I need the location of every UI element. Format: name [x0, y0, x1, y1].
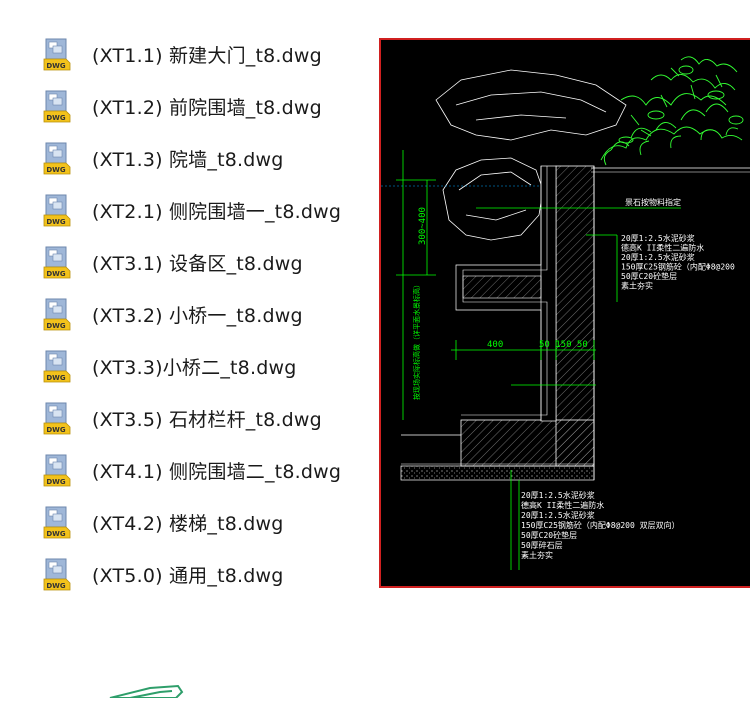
svg-text:DWG: DWG	[46, 166, 66, 174]
dwg-file-icon: DWG	[40, 505, 74, 539]
file-item[interactable]: DWG (XT5.0) 通用_t8.dwg	[40, 554, 370, 594]
file-name: (XT2.1) 侧院围墙一_t8.dwg	[92, 200, 342, 223]
layer-note-right: 150厚C25钢筋砼（内配Φ8@200	[621, 262, 735, 272]
file-item[interactable]: DWG (XT3.5) 石材栏杆_t8.dwg	[40, 398, 370, 438]
file-item[interactable]: DWG (XT1.3) 院墙_t8.dwg	[40, 138, 370, 178]
layer-note-bottom: 50厚碎石层	[521, 540, 563, 550]
dim-400-label: 400	[487, 340, 503, 350]
dwg-file-icon: DWG	[40, 245, 74, 279]
dwg-file-icon: DWG	[40, 349, 74, 383]
bottom-decoration	[0, 672, 750, 699]
cad-label-top: 景石按物料指定	[625, 197, 681, 207]
plant-foliage	[600, 56, 744, 166]
layer-note-right: 素土夯实	[621, 281, 653, 291]
svg-text:DWG: DWG	[46, 114, 66, 122]
file-item[interactable]: DWG (XT4.1) 侧院围墙二_t8.dwg	[40, 450, 370, 490]
bottom-partial-graphic	[109, 684, 184, 699]
file-name: (XT4.2) 楼梯_t8.dwg	[92, 512, 284, 535]
layer-note-right: 50厚C20砼垫层	[621, 271, 677, 281]
file-name: (XT3.3)小桥二_t8.dwg	[92, 356, 297, 379]
svg-text:DWG: DWG	[46, 582, 66, 590]
file-item[interactable]: DWG (XT4.2) 楼梯_t8.dwg	[40, 502, 370, 542]
dimension-lines	[396, 150, 681, 570]
file-name: (XT1.2) 前院围墙_t8.dwg	[92, 96, 322, 119]
file-name: (XT5.0) 通用_t8.dwg	[92, 564, 284, 587]
dwg-file-icon: DWG	[40, 141, 74, 175]
file-name: (XT3.2) 小桥一_t8.dwg	[92, 304, 303, 327]
svg-text:DWG: DWG	[46, 530, 66, 538]
dim-small-label: 50 150 50	[539, 340, 588, 350]
file-name: (XT1.1) 新建大门_t8.dwg	[92, 44, 322, 67]
file-name: (XT3.1) 设备区_t8.dwg	[92, 252, 303, 275]
dwg-file-icon: DWG	[40, 453, 74, 487]
file-item[interactable]: DWG (XT3.3)小桥二_t8.dwg	[40, 346, 370, 386]
file-name: (XT3.5) 石材栏杆_t8.dwg	[92, 408, 322, 431]
layer-note-bottom: 20厚1:2.5水泥砂浆	[521, 490, 595, 500]
dwg-file-icon: DWG	[40, 193, 74, 227]
layer-note-bottom: 50厚C20砼垫层	[521, 530, 577, 540]
file-item[interactable]: DWG (XT1.1) 新建大门_t8.dwg	[40, 34, 370, 74]
file-name: (XT1.3) 院墙_t8.dwg	[92, 148, 284, 171]
file-item[interactable]: DWG (XT3.1) 设备区_t8.dwg	[40, 242, 370, 282]
svg-text:DWG: DWG	[46, 322, 66, 330]
svg-text:DWG: DWG	[46, 426, 66, 434]
dim-height-label: 300~400	[418, 207, 428, 245]
svg-text:DWG: DWG	[46, 62, 66, 70]
layer-note-right: 20厚1:2.5水泥砂浆	[621, 252, 695, 262]
layer-note-bottom: 150厚C25钢筋砼（内配Φ8@200 双层双向）	[521, 520, 680, 530]
svg-text:DWG: DWG	[46, 374, 66, 382]
file-name: (XT4.1) 侧院围墙二_t8.dwg	[92, 460, 342, 483]
dwg-file-icon: DWG	[40, 297, 74, 331]
layer-note-bottom: 20厚1:2.5水泥砂浆	[521, 510, 595, 520]
wall-section	[400, 165, 595, 481]
dwg-file-icon: DWG	[40, 89, 74, 123]
dwg-file-icon: DWG	[40, 557, 74, 591]
file-item[interactable]: DWG (XT2.1) 侧院围墙一_t8.dwg	[40, 190, 370, 230]
file-item[interactable]: DWG (XT1.2) 前院围墙_t8.dwg	[40, 86, 370, 126]
layer-note-right: 20厚1:2.5水泥砂浆	[621, 233, 695, 243]
svg-text:DWG: DWG	[46, 478, 66, 486]
rock-outline	[435, 69, 627, 241]
svg-text:DWG: DWG	[46, 218, 66, 226]
file-item[interactable]: DWG (XT3.2) 小桥一_t8.dwg	[40, 294, 370, 334]
layer-note-right: 德高K II柔性二遍防水	[621, 243, 704, 253]
layer-note-bottom: 德高K II柔性二遍防水	[521, 500, 604, 510]
dwg-file-icon: DWG	[40, 37, 74, 71]
svg-text:DWG: DWG	[46, 270, 66, 278]
dim-vertical-note: 按现场实际标高做（详平面水景标高）	[412, 281, 421, 400]
dwg-file-icon: DWG	[40, 401, 74, 435]
layer-note-bottom: 素土夯实	[521, 550, 553, 560]
